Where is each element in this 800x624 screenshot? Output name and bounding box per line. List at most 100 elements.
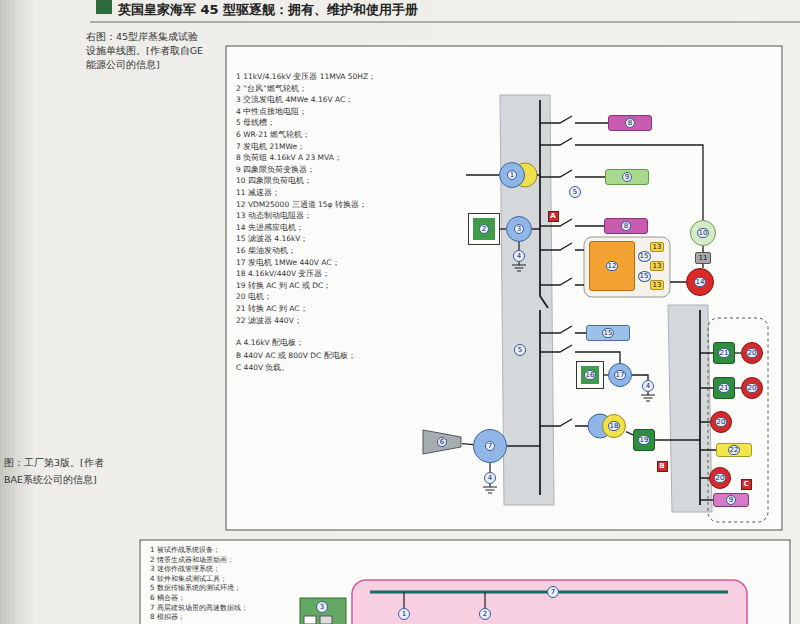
callout-number: 8: [621, 221, 631, 231]
callout-number: 21: [718, 383, 731, 393]
callout-number: 7: [485, 441, 495, 451]
callout-number: 12: [606, 261, 619, 271]
legend-entry: 7 高层建筑场景的高速数据线；: [150, 604, 248, 613]
callout-number: 17: [614, 370, 627, 380]
legend-entry: 4 软件和集成测试工具；: [150, 575, 227, 584]
ground-symbol: [483, 242, 655, 493]
gas-turbine-symbol: 6: [422, 425, 462, 459]
legend-entry: 5 数据传输系统的测试环境；: [150, 584, 241, 593]
legend-entry: 19 转换 AC 到 AC 或 DC；: [236, 281, 331, 290]
legend-entry: 6 WR-21 燃气轮机；: [236, 130, 310, 139]
legend-entry: 17 发电机 1MWe 440V AC；: [236, 258, 340, 267]
filter-box: 22: [716, 443, 752, 457]
chapter-tab: [96, 0, 112, 14]
callout-number: 5: [518, 347, 522, 354]
legend-entry: 18 4.16kV/440V 变压器；: [236, 269, 330, 278]
callout-number: 10: [697, 228, 710, 238]
callout-number: 11: [699, 255, 708, 262]
figure-caption: 右图：45型岸基集成试验设施单线图。[作者取自GE能源公司的信息]: [86, 30, 208, 72]
legend-entry: 2 情景生成器和场景动画；: [150, 556, 234, 565]
marker-letter: C: [743, 481, 748, 488]
legend-entry: 16 柴油发动机；: [236, 246, 296, 255]
legend-entry: A 4.16kV 配电板；: [236, 338, 304, 347]
load-converter: 9: [713, 493, 749, 507]
caption-fragment: BAE系统公司的信息]: [4, 474, 97, 485]
callout-number: 20: [714, 473, 727, 483]
switchboard-band: [668, 305, 712, 512]
callout-number: 8: [625, 118, 635, 128]
callout-number: 21: [718, 348, 731, 358]
callout-number: 15: [640, 273, 649, 280]
motor-circle: 20: [709, 467, 731, 489]
switchboard-band: [500, 95, 554, 505]
converter-group-outline: [584, 237, 670, 297]
callout-number: 13: [653, 263, 662, 270]
callout-number: 14: [694, 277, 707, 287]
brake-resistor: 13: [650, 261, 664, 271]
legend-entry: 4 中性点接地电阻；: [236, 107, 307, 116]
legend-entry: 10 四象限负荷电机；: [236, 176, 312, 185]
legend-entry: 3 迷你作战管理系统；: [150, 565, 220, 574]
legend-entry: 7 发电机 21MWe；: [236, 142, 305, 151]
callout-number: 5: [514, 344, 526, 356]
callout-number: 20: [715, 417, 728, 427]
wire-connector: [626, 432, 633, 435]
callout-number: 22: [728, 445, 741, 455]
legend-entry: 13 动态制动电阻器；: [236, 211, 312, 220]
legend-entry: 22 滤波器 440V；: [236, 316, 302, 325]
switchboard-marker: C: [741, 479, 752, 490]
brake-resistor: 13: [650, 280, 664, 290]
callout-number: 2: [479, 608, 491, 620]
callout-number: 4: [513, 250, 525, 262]
page-header: 英国皇家海军 45 型驱逐舰：拥有、维护和使用手册: [118, 2, 418, 18]
legend-entry: 21 转换 AC 到 AC；: [236, 304, 308, 313]
legend-entry: 14 先进感应电机；: [236, 223, 304, 232]
callout-number: 13: [653, 282, 662, 289]
callout-number: 9: [622, 172, 632, 182]
legend-entry: 2 “台风”燃气轮机；: [236, 84, 307, 93]
legend-entry: B 440V AC 或 800V DC 配电板；: [236, 351, 356, 360]
callout-number: 4: [517, 253, 521, 260]
header-rule: [90, 22, 800, 23]
callout-number: 4: [642, 380, 654, 392]
alternator-circle: 3: [506, 216, 532, 242]
feeder-wires: [466, 116, 716, 500]
callout-number: 9: [726, 495, 736, 505]
caption-fragment: 图：工厂第3版。[作者: [4, 457, 104, 468]
callout-number: 18: [608, 421, 621, 431]
transformer-winding: 18: [602, 414, 626, 438]
legend-entry: C 440V 负载。: [236, 363, 289, 372]
callout-number: 20: [746, 348, 759, 358]
legend-entry: 6 耦合器；: [150, 594, 185, 603]
equipment-unit: [320, 616, 332, 624]
callout-number: 3: [514, 224, 524, 234]
gearbox: 11: [695, 252, 711, 264]
callout-number: 4: [484, 472, 496, 484]
callout-number: 1: [398, 608, 410, 620]
load-converter: 9: [605, 169, 649, 185]
callout-number: 3: [316, 601, 328, 613]
marker-letter: B: [659, 463, 664, 470]
turbine-body: [423, 430, 461, 454]
converter-square: 21: [713, 377, 735, 399]
callout-number: 15: [602, 328, 615, 338]
callout-number: 15: [638, 271, 651, 282]
gas-turbine-box: 2: [469, 214, 499, 244]
callout-number: 20: [746, 383, 759, 393]
load-bank: 8: [604, 218, 648, 234]
callout-number: 6: [437, 437, 447, 447]
legend-entry: 20 电机；: [236, 292, 272, 301]
network-band: [352, 580, 747, 624]
legend-entry: 8 负荷组 4.16kV A 23 MVA；: [236, 153, 342, 162]
callout-number: 2: [483, 611, 487, 618]
callout-number: 15: [640, 253, 649, 260]
busbar: [540, 100, 700, 505]
callout-number: 4: [646, 383, 650, 390]
converter-block: 12: [589, 241, 635, 291]
load-group-outline: [708, 318, 768, 522]
converter-square: 19: [633, 429, 655, 451]
callout-number: 19: [638, 435, 651, 445]
